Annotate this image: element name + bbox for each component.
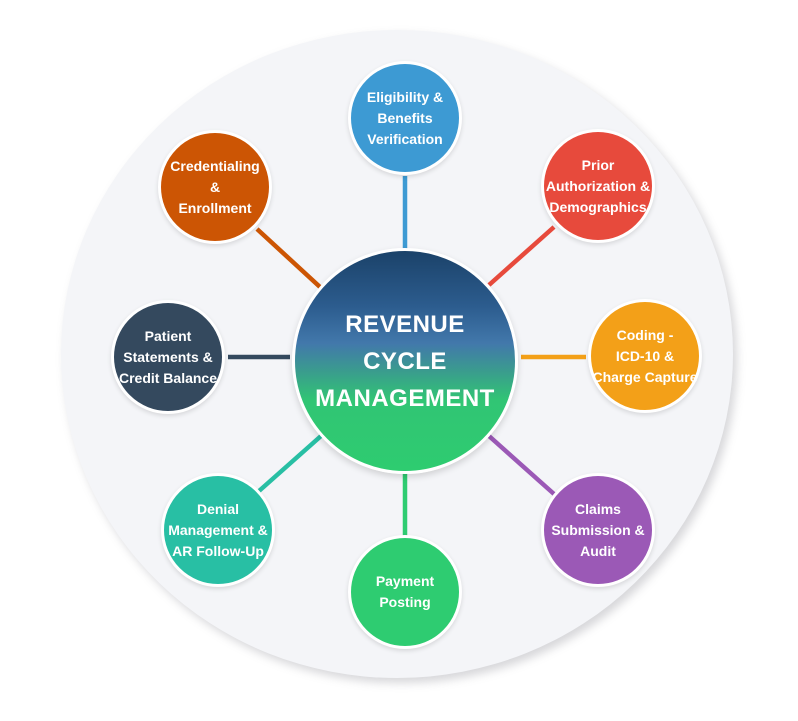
node-label: Payment Posting (375, 573, 435, 610)
center-node-label: REVENUE CYCLE MANAGEMENT (315, 310, 495, 412)
node-eligibility-benefits-verification: Eligibility & Benefits Verification (348, 61, 462, 175)
node-denial-management-ar-follow-up: Denial Management & AR Follow-Up (161, 473, 275, 587)
node-label: Claims Submission & Audit (551, 500, 645, 559)
node-patient-statements-credit-balance: Patient Statements & Credit Balance (111, 300, 225, 414)
node-label: Patient Statements & Credit Balance (118, 327, 218, 386)
node-credentialing-enrollment: Credentialing & Enrollment (158, 130, 272, 244)
node-payment-posting: Payment Posting (348, 535, 462, 649)
node-label: Denial Management & AR Follow-Up (168, 500, 268, 559)
node-label: Coding - ICD-10 & Charge Capture (592, 326, 698, 385)
node-prior-authorization-demographics: Prior Authorization & Demographics (541, 129, 655, 243)
node-label: Prior Authorization & Demographics (545, 156, 651, 215)
node-claims-submission-audit: Claims Submission & Audit (541, 473, 655, 587)
node-label: Eligibility & Benefits Verification (366, 88, 444, 147)
node-label: Credentialing & Enrollment (170, 157, 260, 216)
center-node-revenue-cycle-management: REVENUE CYCLE MANAGEMENT (292, 248, 518, 474)
node-coding-icd10-charge-capture: Coding - ICD-10 & Charge Capture (588, 299, 702, 413)
